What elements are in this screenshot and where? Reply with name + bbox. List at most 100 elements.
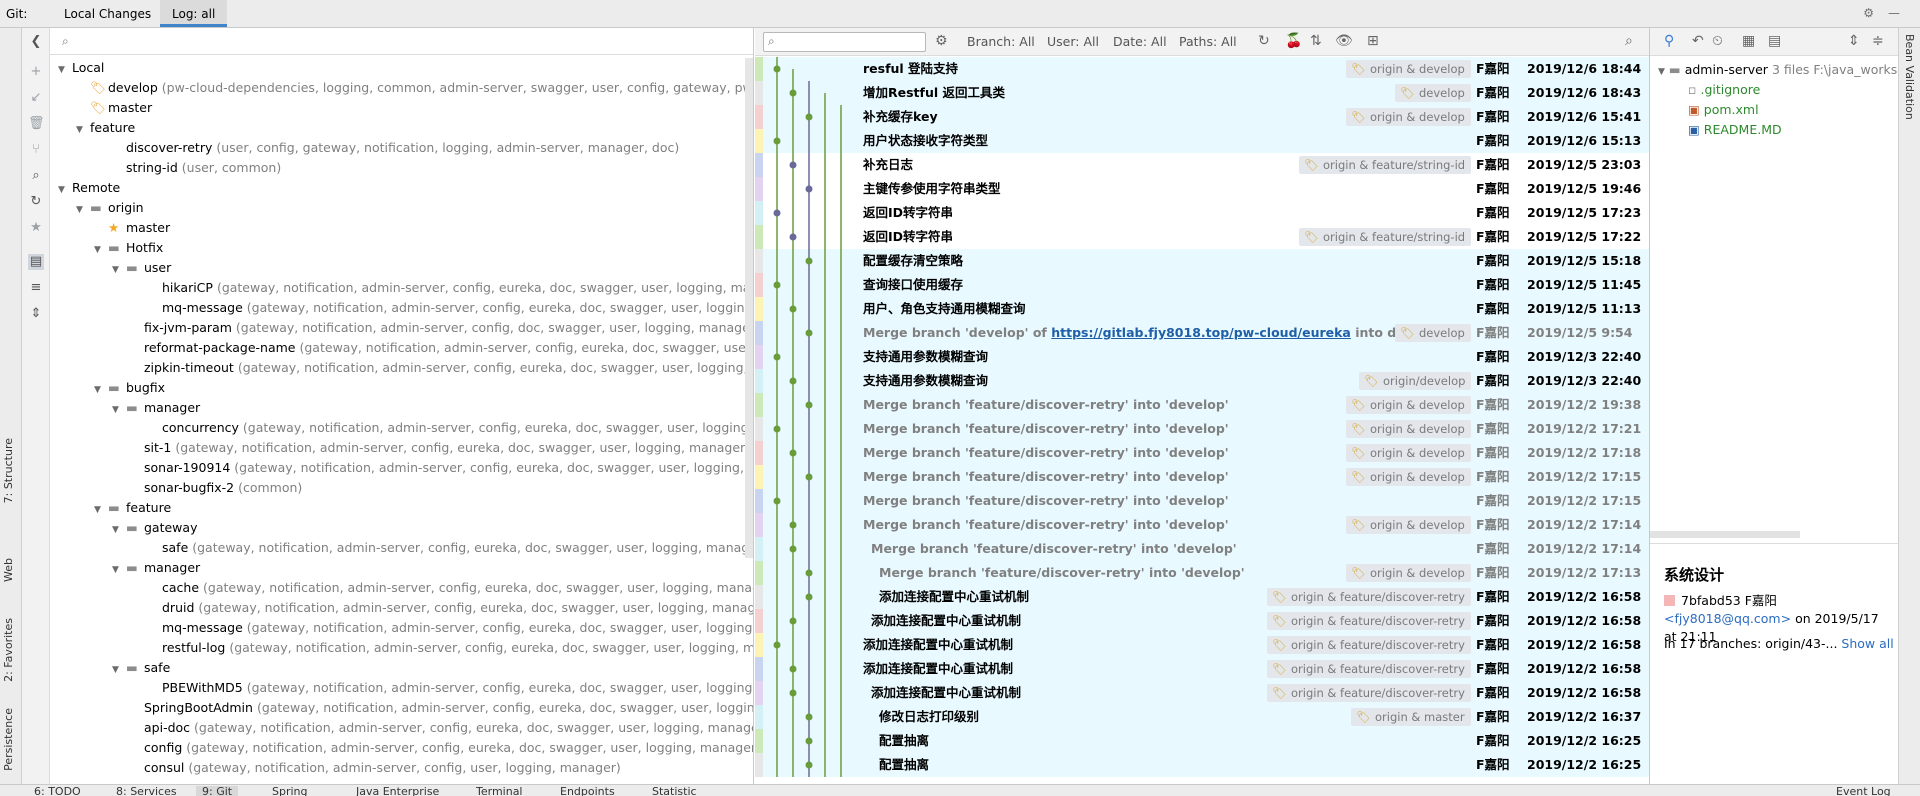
commit-node[interactable]: [790, 306, 797, 313]
commit-row[interactable]: 返回ID转字符串🏷origin & feature/string-idF嘉阳20…: [755, 225, 1649, 249]
commit-node[interactable]: [774, 210, 781, 217]
history-icon[interactable]: ⏲: [1712, 33, 1723, 49]
commit-node[interactable]: [806, 114, 813, 121]
expand-arrow-icon[interactable]: ▼: [94, 500, 108, 520]
commit-node[interactable]: [806, 570, 813, 577]
commit-row[interactable]: Merge branch 'develop' of https://gitlab…: [755, 321, 1649, 345]
commit-row[interactable]: 支持通用参数模糊查询🏷origin/developF嘉阳2019/12/3 22…: [755, 369, 1649, 393]
branch-tree-item[interactable]: ▼▬feature: [94, 498, 171, 518]
commit-row[interactable]: Merge branch 'feature/discover-retry' in…: [755, 465, 1649, 489]
commit-row[interactable]: 返回ID转字符串F嘉阳2019/12/5 17:23: [755, 201, 1649, 225]
branch-tree-item[interactable]: zipkin-timeout (gateway, notification, a…: [112, 358, 754, 378]
new-tab-icon[interactable]: ⊞: [1367, 33, 1379, 49]
stripe-tab-web[interactable]: Web: [2, 558, 15, 582]
branch-tree-item[interactable]: hikariCP (gateway, notification, admin-s…: [130, 278, 754, 298]
expand-all-icon[interactable]: ⇕: [1848, 33, 1860, 49]
bottom-tab-git[interactable]: 9: Git: [196, 786, 238, 796]
expand-arrow-icon[interactable]: ▼: [112, 560, 126, 580]
bottom-tab-java-enterprise[interactable]: Java Enterprise: [356, 786, 439, 796]
branch-tree-item[interactable]: ▼Remote: [58, 178, 120, 198]
bottom-tab-terminal[interactable]: Terminal: [476, 786, 523, 796]
commit-node[interactable]: [790, 450, 797, 457]
filter-date[interactable]: Date: All: [1113, 34, 1167, 49]
commit-node[interactable]: [790, 162, 797, 169]
commit-node[interactable]: [806, 186, 813, 193]
expand-arrow-icon[interactable]: ▼: [112, 520, 126, 540]
cherry-pick-icon[interactable]: 🍒: [1285, 33, 1302, 49]
expand-arrow-icon[interactable]: ▼: [58, 60, 72, 80]
commit-row[interactable]: 添加连接配置中心重试机制🏷origin & feature/discover-r…: [755, 657, 1649, 681]
commit-node[interactable]: [806, 258, 813, 265]
commit-node[interactable]: [790, 378, 797, 385]
branch-tree-item[interactable]: safe (gateway, notification, admin-serve…: [130, 538, 754, 558]
branch-tree-item[interactable]: druid (gateway, notification, admin-serv…: [130, 598, 754, 618]
changed-file[interactable]: ▣ pom.xml: [1688, 100, 1759, 120]
bottom-tab-services[interactable]: 8: Services: [116, 786, 177, 796]
commit-row[interactable]: Merge branch 'feature/discover-retry' in…: [755, 489, 1649, 513]
commit-node[interactable]: [806, 594, 813, 601]
branch-tree-item[interactable]: string-id (user, common): [94, 158, 281, 178]
commit-node[interactable]: [774, 426, 781, 433]
expand-arrow-icon[interactable]: ▼: [94, 380, 108, 400]
sort-icon[interactable]: ⇅: [1310, 33, 1322, 49]
commit-row[interactable]: 配置抽离F嘉阳2019/12/2 16:25: [755, 753, 1649, 777]
branch-tree-item[interactable]: ▼▬Hotfix: [94, 238, 163, 258]
branch-tree-item[interactable]: ▼▬user: [112, 258, 171, 278]
commit-row[interactable]: 用户、角色支持通用模糊查询F嘉阳2019/12/5 11:13: [755, 297, 1649, 321]
commit-node[interactable]: [790, 234, 797, 241]
collapse-all-icon[interactable]: ≑: [1872, 33, 1884, 49]
changed-file[interactable]: ▣ README.MD: [1688, 120, 1782, 140]
changes-root[interactable]: ▼ ▬ admin-server 3 files F:\java_workspa: [1658, 60, 1913, 80]
branch-tree-item[interactable]: 🏷develop (pw-cloud-dependencies, logging…: [76, 78, 754, 98]
expand-arrow-icon[interactable]: ▼: [112, 400, 126, 420]
bottom-tab-endpoints[interactable]: Endpoints: [560, 786, 615, 796]
tab-log-all[interactable]: Log: all: [160, 0, 227, 27]
branch-tree-item[interactable]: mq-message (gateway, notification, admin…: [130, 298, 754, 318]
branch-tree-item[interactable]: discover-retry (user, config, gateway, n…: [94, 138, 679, 158]
commit-node[interactable]: [806, 402, 813, 409]
commit-row[interactable]: 添加连接配置中心重试机制🏷origin & feature/discover-r…: [755, 585, 1649, 609]
stripe-tab-structure[interactable]: 7: Structure: [2, 438, 15, 503]
revert-icon[interactable]: ↶: [1692, 33, 1704, 49]
group-icon[interactable]: ▦: [1742, 33, 1755, 49]
branch-tree-item[interactable]: reformat-package-name (gateway, notifica…: [112, 338, 754, 358]
filter-paths[interactable]: Paths: All: [1179, 34, 1237, 49]
branch-tree-item[interactable]: ★master: [94, 218, 170, 238]
commit-row[interactable]: 修改日志打印级别🏷origin & masterF嘉阳2019/12/2 16:…: [755, 705, 1649, 729]
plus-icon[interactable]: +: [28, 64, 44, 80]
commit-row[interactable]: 添加连接配置中心重试机制🏷origin & feature/discover-r…: [755, 681, 1649, 705]
branch-tree-item[interactable]: ▼▬origin: [76, 198, 144, 218]
star-icon[interactable]: ★: [28, 220, 44, 236]
scrollbar[interactable]: [1650, 531, 1800, 538]
branch-tree-item[interactable]: ▼▬bugfix: [94, 378, 165, 398]
checkout-icon[interactable]: ↙: [28, 90, 44, 106]
refresh-icon[interactable]: ↻: [28, 194, 44, 210]
commit-row[interactable]: Merge branch 'feature/discover-retry' in…: [755, 393, 1649, 417]
changed-file[interactable]: ▫ .gitignore: [1688, 80, 1760, 100]
author-email-link[interactable]: <fjy8018@qq.com>: [1664, 611, 1791, 626]
commit-node[interactable]: [790, 546, 797, 553]
commit-node[interactable]: [806, 714, 813, 721]
commit-row[interactable]: 配置缓存清空策略F嘉阳2019/12/5 15:18: [755, 249, 1649, 273]
commit-row[interactable]: 支持通用参数模糊查询F嘉阳2019/12/3 22:40: [755, 345, 1649, 369]
branch-tree-item[interactable]: config (gateway, notification, admin-ser…: [112, 738, 754, 758]
branch-search-field[interactable]: ⌕: [50, 28, 754, 55]
expand-arrow-icon[interactable]: ▼: [76, 120, 90, 140]
branch-tree-item[interactable]: sonar-bugfix-2 (common): [112, 478, 302, 498]
collapse-icon[interactable]: ⇕: [28, 306, 44, 322]
commit-node[interactable]: [790, 90, 797, 97]
scrollbar[interactable]: [745, 58, 753, 558]
commit-row[interactable]: 用户状态接收字符类型F嘉阳2019/12/6 15:13: [755, 129, 1649, 153]
branch-tree-item[interactable]: ▼▬safe: [112, 658, 170, 678]
expand-arrow-icon[interactable]: ▼: [94, 240, 108, 260]
commit-node[interactable]: [774, 642, 781, 649]
commit-row[interactable]: Merge branch 'feature/discover-retry' in…: [755, 537, 1649, 561]
branch-tree-item[interactable]: SpringBootAdmin (gateway, notification, …: [112, 698, 754, 718]
commit-node[interactable]: [790, 522, 797, 529]
panel-icon[interactable]: ▤: [28, 254, 44, 270]
commit-node[interactable]: [774, 138, 781, 145]
expand-arrow-icon[interactable]: ▼: [76, 200, 90, 220]
stripe-tab-bean-validation[interactable]: Bean Validation: [1903, 34, 1916, 120]
stripe-tab-favorites[interactable]: 2: Favorites: [2, 618, 15, 682]
expand-arrow-icon[interactable]: ▼: [58, 180, 72, 200]
